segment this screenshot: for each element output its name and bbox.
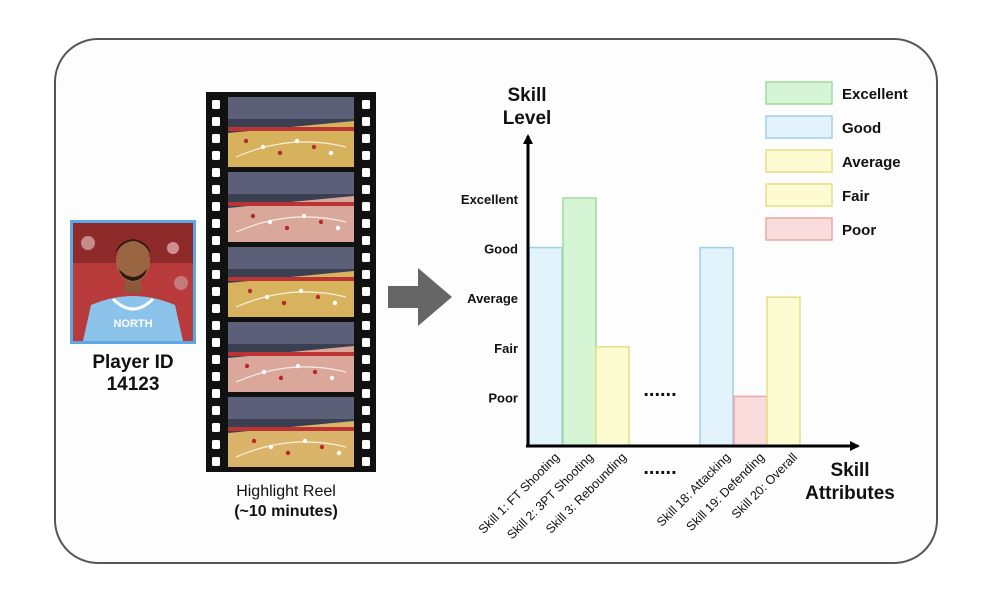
sprocket-hole-left bbox=[212, 338, 220, 347]
sprocket-hole-left bbox=[212, 134, 220, 143]
sprocket-hole-right bbox=[362, 270, 370, 279]
bar bbox=[699, 246, 734, 447]
sprocket-hole-right bbox=[362, 372, 370, 381]
sprocket-hole-right bbox=[362, 440, 370, 449]
sprocket-hole-right bbox=[362, 236, 370, 245]
player-photo: NORTH bbox=[70, 220, 196, 344]
sprocket-hole-right bbox=[362, 304, 370, 313]
sprocket-hole-right bbox=[362, 389, 370, 398]
sprocket-hole-right bbox=[362, 338, 370, 347]
sprocket-hole-left bbox=[212, 253, 220, 262]
sprocket-hole-right bbox=[362, 219, 370, 228]
y-tick-label: Good bbox=[484, 242, 518, 257]
player-photo-illustration: NORTH bbox=[73, 223, 193, 341]
legend-label: Excellent bbox=[842, 86, 908, 103]
player-id: 14123 bbox=[106, 374, 160, 395]
legend-swatch bbox=[765, 115, 833, 139]
sprocket-hole-right bbox=[362, 287, 370, 296]
sprocket-hole-left bbox=[212, 100, 220, 109]
sprocket-hole-right bbox=[362, 202, 370, 211]
sprocket-hole-left bbox=[212, 117, 220, 126]
sprocket-hole-right bbox=[362, 185, 370, 194]
sprocket-hole-right bbox=[362, 457, 370, 466]
sprocket-hole-left bbox=[212, 372, 220, 381]
legend-swatch bbox=[765, 217, 833, 241]
sprocket-hole-right bbox=[362, 100, 370, 109]
bar bbox=[562, 197, 597, 447]
sprocket-hole-right bbox=[362, 117, 370, 126]
sprocket-hole-right bbox=[362, 253, 370, 262]
y-tick-label: Fair bbox=[494, 341, 518, 356]
y-axis-label-line1: Skill bbox=[507, 85, 546, 106]
film-frame bbox=[228, 172, 354, 242]
sprocket-hole-right bbox=[362, 355, 370, 364]
film-frame bbox=[228, 322, 354, 392]
player-label: Player ID bbox=[92, 352, 174, 373]
jersey-text: NORTH bbox=[113, 318, 152, 330]
x-axis-label-line1: Skill bbox=[830, 460, 869, 481]
reel-label: Highlight Reel bbox=[236, 483, 336, 500]
sprocket-hole-left bbox=[212, 219, 220, 228]
y-axis-label-line2: Level bbox=[503, 108, 552, 129]
sprocket-hole-left bbox=[212, 168, 220, 177]
bar bbox=[595, 346, 630, 447]
film-sprockets bbox=[212, 100, 370, 466]
sprocket-hole-right bbox=[362, 134, 370, 143]
sprocket-hole-left bbox=[212, 287, 220, 296]
category-gap-ellipsis: ...... bbox=[643, 457, 676, 479]
sprocket-hole-left bbox=[212, 236, 220, 245]
sprocket-hole-right bbox=[362, 423, 370, 432]
sprocket-hole-left bbox=[212, 423, 220, 432]
sprocket-hole-left bbox=[212, 185, 220, 194]
y-tick-label: Poor bbox=[488, 390, 518, 405]
right-arrow-icon bbox=[388, 268, 452, 326]
sprocket-hole-right bbox=[362, 168, 370, 177]
sprocket-hole-right bbox=[362, 406, 370, 415]
sprocket-hole-left bbox=[212, 304, 220, 313]
bar bbox=[766, 296, 801, 447]
film-frames bbox=[228, 97, 354, 467]
legend-label: Good bbox=[842, 120, 881, 137]
film-frame bbox=[228, 97, 354, 167]
legend-swatch bbox=[765, 81, 833, 105]
film-frame bbox=[228, 247, 354, 317]
sprocket-hole-left bbox=[212, 457, 220, 466]
legend-label: Poor bbox=[842, 222, 876, 239]
sprocket-hole-left bbox=[212, 389, 220, 398]
sprocket-hole-right bbox=[362, 321, 370, 330]
chart-bars bbox=[528, 197, 801, 447]
sprocket-hole-left bbox=[212, 321, 220, 330]
bar-gap-ellipsis: ...... bbox=[643, 379, 676, 401]
sprocket-hole-left bbox=[212, 202, 220, 211]
sprocket-hole-left bbox=[212, 270, 220, 279]
highlight-reel-filmstrip bbox=[206, 92, 376, 472]
legend-label: Average bbox=[842, 154, 901, 171]
reel-duration: (~10 minutes) bbox=[234, 503, 338, 520]
legend-swatch bbox=[765, 183, 833, 207]
sprocket-hole-left bbox=[212, 355, 220, 364]
y-tick-label: Average bbox=[467, 291, 518, 306]
sprocket-hole-left bbox=[212, 406, 220, 415]
film-frame bbox=[228, 397, 354, 467]
y-tick-labels: Poor Fair Average Good Excellent bbox=[461, 192, 519, 405]
sprocket-hole-right bbox=[362, 151, 370, 160]
x-axis-label-line2: Attributes bbox=[805, 483, 895, 504]
legend-swatch bbox=[765, 149, 833, 173]
legend-label: Fair bbox=[842, 188, 870, 205]
bar bbox=[733, 395, 768, 447]
sprocket-hole-left bbox=[212, 440, 220, 449]
sprocket-hole-left bbox=[212, 151, 220, 160]
y-tick-label: Excellent bbox=[461, 192, 519, 207]
bar bbox=[528, 246, 563, 447]
